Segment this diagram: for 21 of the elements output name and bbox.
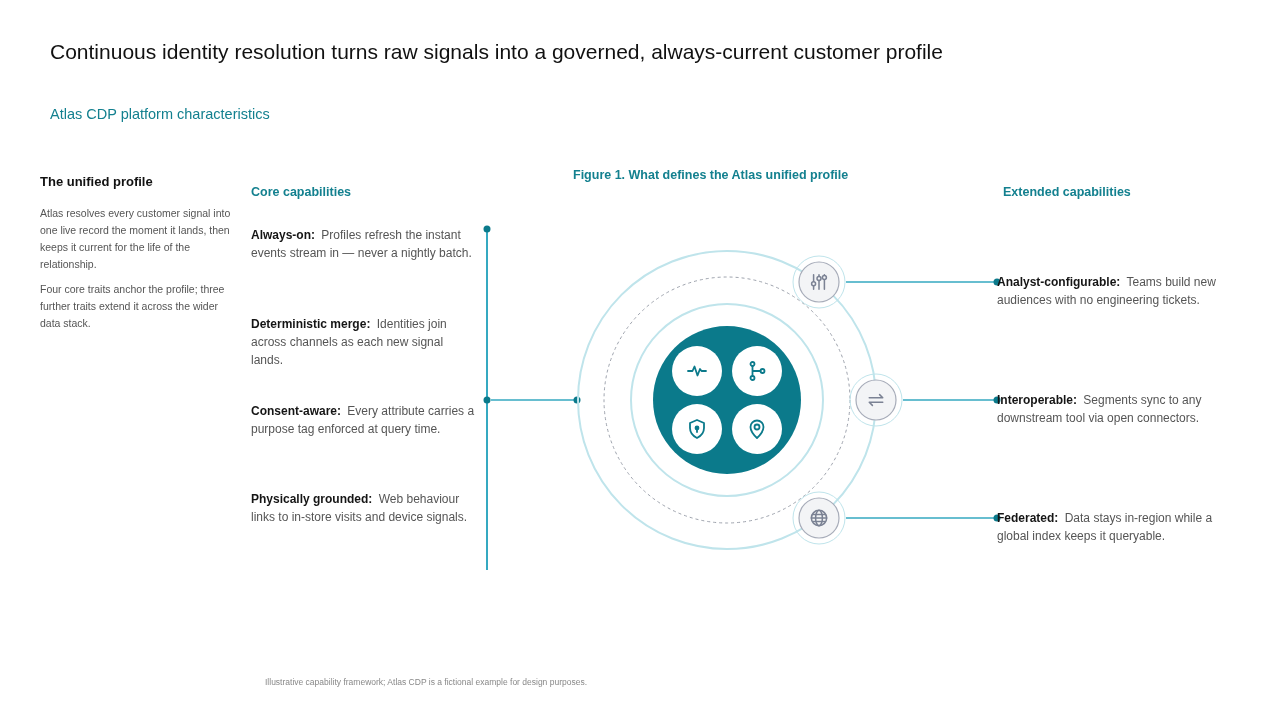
capability-description: Always-on: Profiles refresh the instant events stream in — never a nightly batch. (251, 227, 473, 262)
body-paragraph: Atlas resolves every customer signal into one live record the moment it lands, then keeps it current for the life of the relationship. (40, 206, 232, 272)
sliders-icon (792, 255, 846, 309)
capability-description: Analyst-configurable: Teams build new audiences with no engineering tickets. (997, 273, 1229, 309)
subtitle: Atlas CDP platform characteristics (50, 106, 270, 122)
footnote: Illustrative capability framework; Atlas CDP is a fictional example for design purposes. (265, 677, 588, 687)
connector-line (845, 278, 1001, 286)
column-heading: Extended capabilities (1003, 185, 1131, 199)
globe-icon (792, 491, 846, 545)
connector-line (490, 396, 581, 404)
column-heading: Core capabilities (251, 185, 352, 199)
capability-description: Physically grounded: Web behaviour links to in-store visits and device signals. (251, 491, 469, 526)
body-paragraph: Four core traits anchor the profile; three further traits extend it across the wider data stack. (40, 282, 226, 331)
capability-description: Federated: Data stays in-region while a global index keeps it queryable. (997, 509, 1229, 545)
section-heading: The unified profile (40, 174, 153, 189)
figure-caption: Figure 1. What defines the Atlas unified profile (573, 168, 849, 182)
capability-description: Deterministic merge: Identities join across channels as each new signal lands. (251, 316, 448, 369)
capability-description: Consent-aware: Every attribute carries a purpose tag enforced at query time. (251, 403, 475, 438)
swap-arrows-icon (849, 373, 903, 427)
slide-title: Continuous identity resolution turns raw signals into a governed, always-current customer profile (50, 40, 943, 64)
capability-description: Interoperable: Segments sync to any downstream tool via open connectors. (997, 391, 1229, 427)
